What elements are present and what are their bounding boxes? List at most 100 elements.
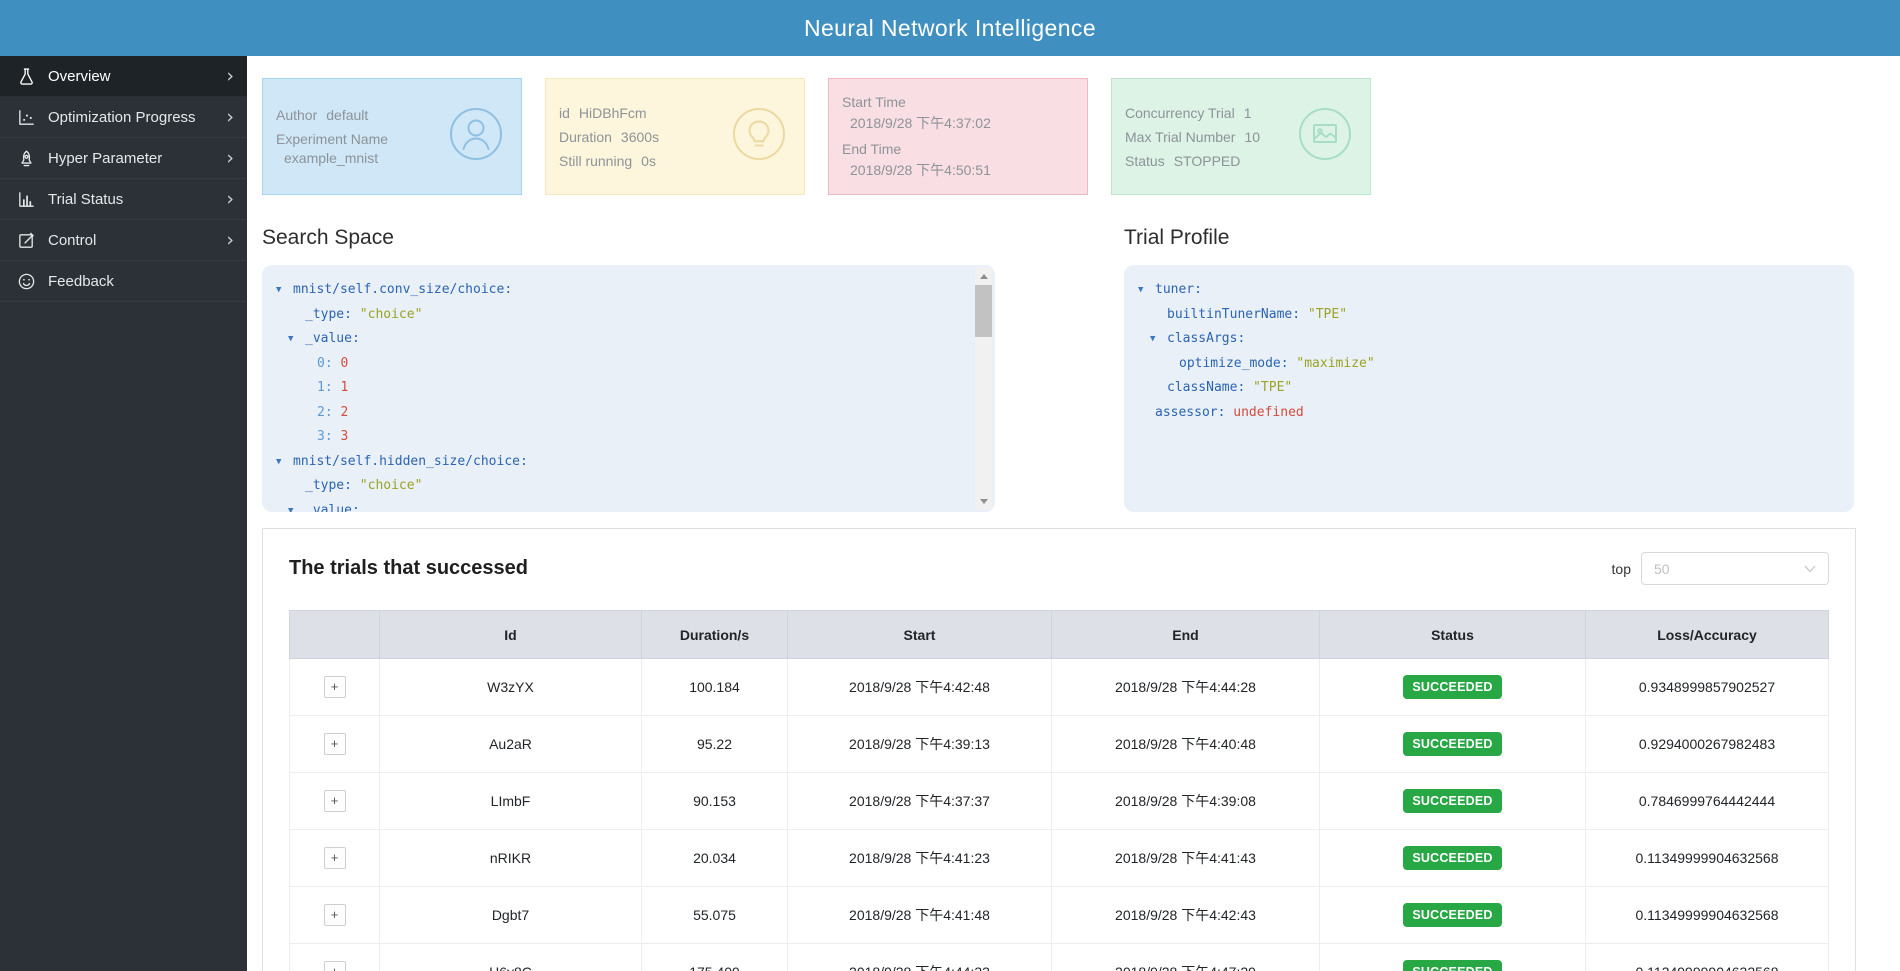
card-field: Duration 3600s	[559, 129, 659, 145]
sidebar-item-label: Optimization Progress	[48, 108, 196, 126]
duration-cell: 90.153	[641, 772, 788, 830]
json-value: 0	[340, 355, 349, 371]
json-line: ▼_value:	[276, 499, 975, 513]
sidebar-item-control[interactable]: Control›	[0, 220, 247, 261]
start-time-cell: 2018/9/28 下午4:44:33	[787, 943, 1052, 971]
json-key: tuner:	[1155, 282, 1202, 297]
collapse-arrow-icon[interactable]: ▼	[1138, 285, 1144, 295]
column-header: Loss/Accuracy	[1585, 610, 1829, 659]
collapse-arrow-icon[interactable]: ▼	[276, 285, 282, 295]
card-field-value: 3600s	[620, 128, 660, 145]
scrollbar[interactable]	[975, 268, 992, 509]
json-line: 3: 3	[276, 425, 975, 450]
json-key: builtinTunerName:	[1167, 306, 1301, 322]
column-header: Id	[379, 610, 642, 659]
end-time-cell: 2018/9/28 下午4:44:28	[1051, 658, 1320, 716]
status-cell: SUCCEEDED	[1319, 772, 1586, 830]
json-line: _type: "choice"	[276, 303, 975, 328]
expand-row-button[interactable]: +	[323, 790, 346, 812]
person-icon	[449, 107, 503, 166]
trial-row: +H6y8C175.4092018/9/28 下午4:44:332018/9/2…	[289, 943, 1829, 971]
json-line: ▼mnist/self.conv_size/choice:	[276, 278, 975, 303]
trial-id-cell: nRIKR	[379, 829, 642, 887]
json-value: 3	[340, 429, 349, 444]
bulb-icon	[732, 107, 786, 166]
start-time-cell: 2018/9/28 下午4:41:48	[787, 886, 1052, 944]
json-line: ▼ _value:	[276, 327, 975, 352]
expand-row-button[interactable]: +	[323, 676, 346, 698]
json-key: _type:	[305, 306, 352, 322]
sidebar-item-hyper-parameter[interactable]: Hyper Parameter›	[0, 138, 247, 179]
card-field-value: default	[326, 107, 369, 123]
status-cell: SUCCEEDED	[1319, 886, 1586, 944]
trial-id-cell: W3zYX	[379, 658, 642, 716]
card-field-label: End Time	[842, 140, 902, 157]
status-badge: SUCCEEDED	[1403, 732, 1502, 756]
card-field: 2018/9/28 下午4:37:02	[842, 113, 991, 133]
sidebar-item-label: Trial Status	[48, 190, 124, 208]
expand-row-button[interactable]: +	[323, 904, 346, 926]
chevron-right-icon: ›	[226, 187, 234, 210]
sidebar: Overview›Optimization Progress›Hyper Par…	[0, 56, 247, 971]
json-line: ▼classArgs:	[1138, 327, 1834, 352]
app-title: Neural Network Intelligence	[803, 14, 1097, 41]
status-badge: SUCCEEDED	[1403, 846, 1502, 870]
json-key: 3:	[317, 429, 333, 444]
sidebar-item-feedback[interactable]: Feedback	[0, 261, 247, 302]
loss-accuracy-cell: 0.9294000267982483	[1585, 715, 1829, 773]
sidebar-item-overview[interactable]: Overview›	[0, 56, 247, 97]
card-field-label: Experiment Name	[276, 131, 389, 147]
collapse-arrow-icon[interactable]: ▼	[288, 505, 294, 513]
json-line: ▼mnist/self.hidden_size/choice:	[276, 450, 975, 475]
scrollbar-thumb[interactable]	[975, 285, 992, 337]
card-field-value: 2018/9/28 下午4:37:02	[850, 114, 991, 131]
json-line: className: "TPE"	[1138, 376, 1834, 401]
card-field-label: Concurrency Trial	[1125, 104, 1235, 121]
json-key: 2:	[317, 404, 333, 420]
collapse-arrow-icon[interactable]: ▼	[276, 456, 282, 467]
chevron-down-icon	[1804, 565, 1816, 573]
expand-row-button[interactable]: +	[323, 847, 346, 869]
sidebar-item-optimization-progress[interactable]: Optimization Progress›	[0, 97, 247, 138]
card-field-label: Duration	[559, 128, 612, 145]
sidebar-item-trial-status[interactable]: Trial Status ›	[0, 179, 247, 220]
card-field-value: example_mnist	[284, 150, 379, 166]
json-line: 0: 0	[276, 352, 975, 377]
json-line: optimize_mode: "maximize"	[1138, 352, 1834, 377]
collapse-arrow-icon[interactable]: ▼	[288, 334, 294, 344]
status-cell: SUCCEEDED	[1319, 658, 1586, 716]
collapse-arrow-icon[interactable]: ▼	[1150, 334, 1156, 344]
json-value: undefined	[1233, 404, 1304, 420]
card-field-label: Author	[276, 107, 318, 123]
json-value: "choice"	[359, 478, 423, 493]
image-icon	[1298, 107, 1352, 166]
edit-icon	[16, 230, 36, 250]
expand-row-button[interactable]: +	[323, 961, 346, 971]
trial-profile-title: Trial Profile	[1124, 226, 1230, 249]
duration-cell: 100.184	[641, 658, 788, 716]
expand-row-button[interactable]: +	[323, 733, 346, 755]
card-field: Author default	[276, 107, 388, 123]
json-key: _type:	[305, 478, 352, 493]
top-select[interactable]: 50	[1641, 552, 1829, 585]
json-key: _value:	[305, 331, 360, 346]
app-header: Neural Network Intelligence	[0, 0, 1900, 56]
column-header: Status	[1319, 610, 1586, 659]
loss-accuracy-cell: 0.9348999857902527	[1585, 658, 1829, 716]
scroll-up-icon[interactable]	[975, 269, 992, 283]
json-key: optimize_mode:	[1179, 355, 1289, 371]
sidebar-item-label: Control	[48, 231, 97, 249]
end-time-cell: 2018/9/28 下午4:42:43	[1051, 886, 1320, 944]
json-key: 1:	[317, 380, 333, 395]
scroll-down-icon[interactable]	[975, 494, 992, 508]
trials-title: The trials that successed	[289, 557, 528, 579]
expand-cell: +	[289, 943, 380, 971]
end-time-cell: 2018/9/28 下午4:39:08	[1051, 772, 1320, 830]
